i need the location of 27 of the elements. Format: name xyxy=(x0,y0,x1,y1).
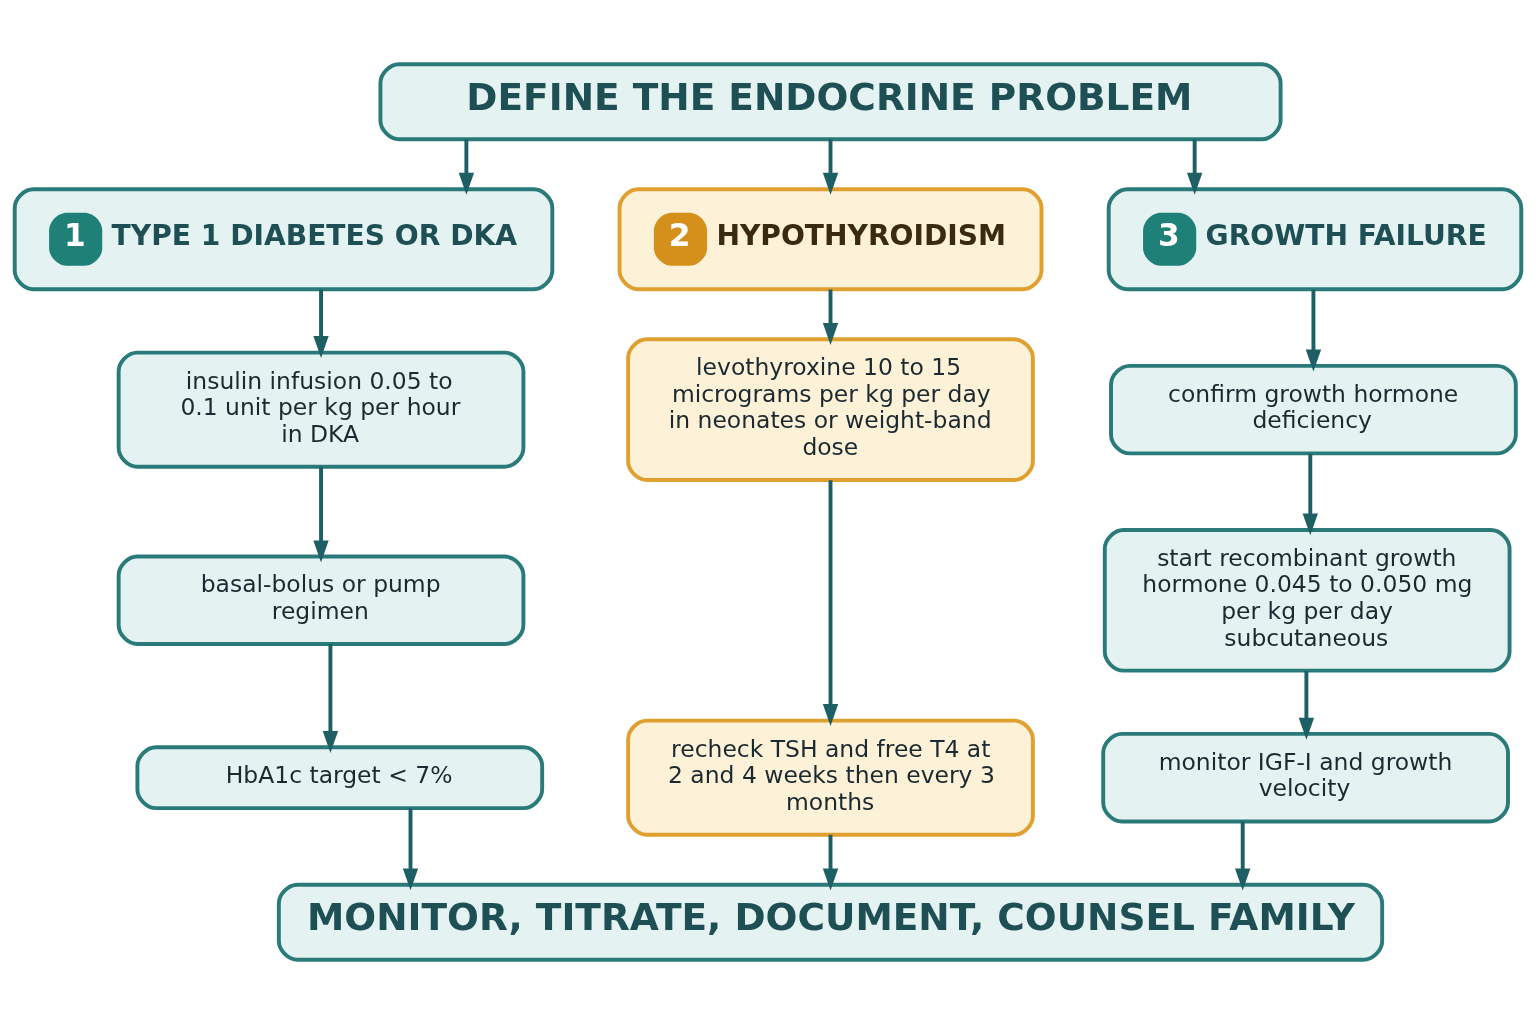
arrow xyxy=(1298,670,1315,740)
arrow xyxy=(322,644,339,754)
arrow xyxy=(458,139,475,195)
arrow xyxy=(402,808,419,891)
node-box: DEFINE THE ENDOCRINE PROBLEM xyxy=(378,62,1283,142)
node-box: 3 GROWTH FAILURE xyxy=(1106,187,1524,292)
node-box: recheck TSH and free T4 at 2 and 4 weeks then every 3 months xyxy=(626,718,1035,837)
node-box: confirm growth hormone deficiency xyxy=(1109,363,1518,456)
node-box: 2 HYPOTHYROIDISM xyxy=(617,187,1044,292)
arrow xyxy=(822,480,839,726)
arrow xyxy=(1186,139,1203,195)
node-box: basal-bolus or pump regimen xyxy=(116,554,526,646)
arrow xyxy=(1305,289,1322,372)
node-box: HbA1c target < 7% xyxy=(135,745,545,811)
arrow xyxy=(822,139,839,195)
node-box: MONITOR, TITRATE, DOCUMENT, COUNSEL FAMILY xyxy=(276,882,1385,962)
node-box: insulin infusion 0.05 to 0.1 unit per kg per hour in DKA xyxy=(116,350,526,469)
node-box: levothyroxine 10 to 15 micrograms per kg per day in neonates or weight-band dose xyxy=(626,337,1035,482)
arrow xyxy=(1302,453,1318,536)
arrow xyxy=(313,466,329,563)
arrow xyxy=(822,834,839,891)
node-box: 1 TYPE 1 DIABETES OR DKA xyxy=(12,187,555,292)
arrow xyxy=(313,289,329,358)
arrow xyxy=(822,289,839,345)
arrow xyxy=(1235,821,1251,891)
node-box: monitor IGF-I and growth velocity xyxy=(1101,731,1510,824)
node-box: start recombinant growth hormone 0.045 to 0.050 mg per kg per day subcutaneous xyxy=(1102,528,1512,673)
